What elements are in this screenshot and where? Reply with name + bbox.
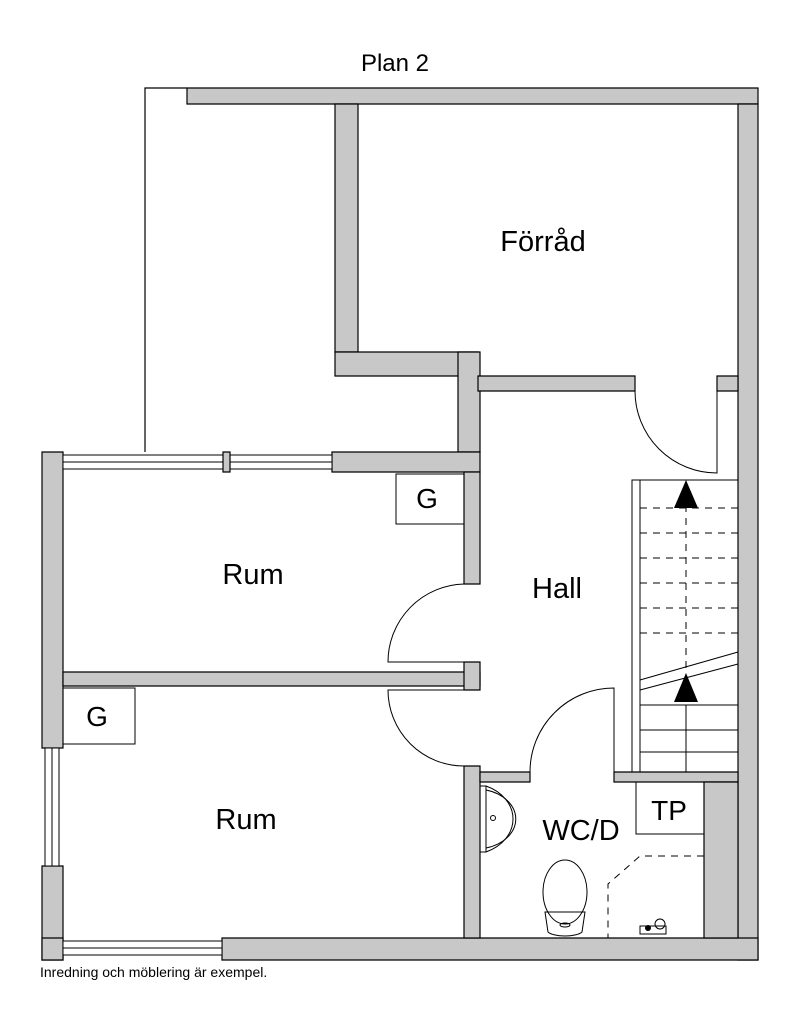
storage-door (634, 390, 718, 474)
terrace-outline (144, 87, 187, 452)
wardrobe-top-label: G (416, 483, 438, 514)
bedroom-bottom-door (387, 689, 465, 767)
room-label-bedroom-bottom: Rum (215, 804, 276, 836)
wardrobe-bottom-label: G (86, 701, 108, 732)
footer-note: Inredning och möblering är exempel. (40, 964, 267, 980)
room-label-hall: Hall (532, 573, 582, 605)
wardrobe-top (395, 473, 465, 525)
doors (387, 390, 718, 773)
room-label-storage: Förråd (500, 226, 585, 258)
stair-arrow-top (674, 480, 698, 508)
toilet-icon (542, 859, 588, 925)
wardrobes (62, 473, 705, 835)
plan-title: Plan 2 (361, 50, 429, 77)
sink-icon (480, 785, 514, 853)
laundry-label: TP (651, 795, 687, 826)
windows (44, 451, 333, 956)
interior-walls (62, 471, 739, 939)
wardrobe-bottom (62, 687, 136, 745)
room-label-bedroom-top: Rum (222, 559, 283, 591)
staircase (631, 479, 739, 773)
shower-area (607, 855, 704, 938)
wc-door (529, 687, 615, 773)
stair-arrow-bottom (674, 673, 698, 702)
room-label-wc: WC/D (542, 815, 619, 847)
wc-fixtures (479, 785, 704, 938)
laundry-unit (635, 781, 705, 835)
shower-mixer-icon (639, 918, 667, 935)
bedroom-top-door (387, 583, 465, 663)
